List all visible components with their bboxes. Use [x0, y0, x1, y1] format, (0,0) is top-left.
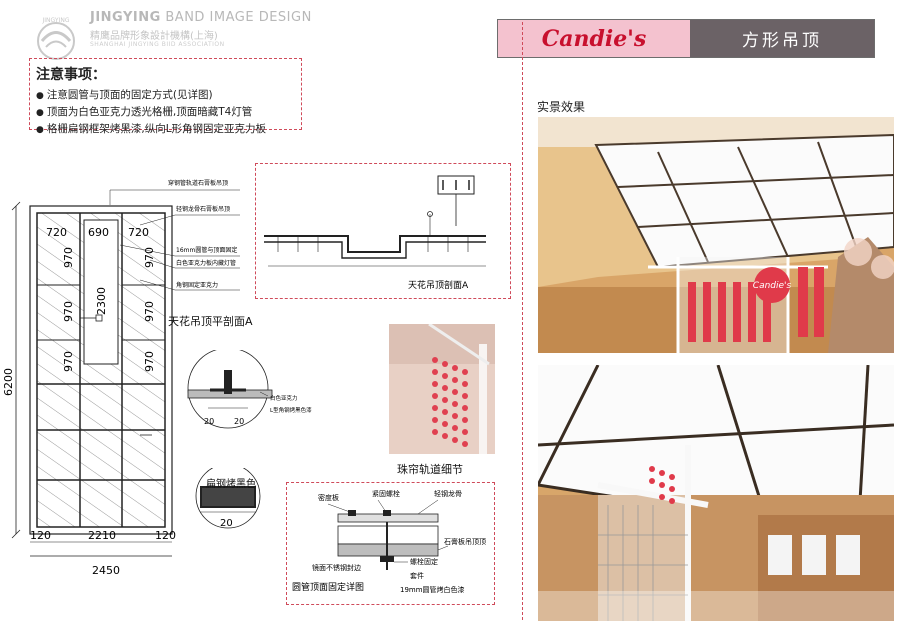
ceiling-plan-drawing: 穿钢管轨道石膏板吊顶 轻钢龙骨石膏板吊顶 16mm圆管与顶面固定 白色亚克力板内… — [2, 179, 240, 577]
dim-label: 720 — [46, 226, 67, 239]
dim-label: 6200 — [2, 368, 15, 396]
section-plan-caption: 天花吊顶平剖面A — [168, 315, 253, 328]
section-a-drawing: 天花吊顶剖面A — [264, 175, 486, 291]
dim-label: 20 — [220, 518, 233, 529]
brand-name: JINGYING BAND IMAGE DESIGN — [90, 10, 312, 25]
brand-logo-text: JINGYING — [42, 17, 70, 24]
dim-label: 970 — [143, 351, 156, 372]
dim-label: 970 — [62, 301, 75, 322]
dim-label: 2300 — [95, 287, 108, 315]
curtain-caption: 珠帘轨道细节 — [397, 463, 463, 476]
callout-label: 角钢固定亚克力 — [176, 281, 218, 289]
section-a-box — [255, 163, 511, 299]
notes-title: 注意事项： — [36, 67, 106, 83]
dim-label: 20 — [204, 417, 214, 426]
dim-label: 20 — [234, 417, 244, 426]
callout-label: 石膏板吊顶顶 — [444, 537, 486, 546]
dim-label: 690 — [88, 226, 109, 239]
store-sign-text: Candie's — [753, 281, 792, 291]
notes-item: 格栅扁钢框架烤黑漆,纵向L形角钢固定亚克力板 — [36, 121, 295, 138]
callout-label: 轻钢龙骨 — [434, 489, 462, 498]
tube-detail-box — [286, 482, 495, 605]
store-photo-bottom — [538, 365, 894, 621]
store-photo-top: Candie's — [538, 117, 894, 353]
dim-label: 970 — [143, 301, 156, 322]
notes-item: 注意圆管与顶面的固定方式(见详图) — [36, 87, 295, 104]
t-profile-detail: 20 20 白色亚克力 L型角钢烤黑色漆 — [187, 350, 312, 429]
tube-detail-caption: 圆管顶面固定详图 — [292, 581, 364, 593]
callout-label: 紧固螺栓 — [372, 489, 400, 498]
callout-label: 16mm圆管与顶面固定 — [176, 246, 237, 254]
callout-label: 镜面不锈钢封边 — [312, 563, 361, 572]
flat-steel-detail: 扁钢烤黑色 20 — [195, 468, 261, 529]
dim-label: 970 — [62, 351, 75, 372]
callout-label: 螺栓固定 — [410, 557, 438, 566]
notes-item: 顶面为白色亚克力透光格栅,顶面暗藏T4灯管 — [36, 104, 295, 121]
section-divider — [522, 22, 523, 620]
page-title: 方形吊顶 — [690, 20, 874, 57]
dim-label: 970 — [62, 247, 75, 268]
brand-name-cn: 精鹰品牌形象設計機構(上海) — [90, 31, 218, 42]
dim-label: 970 — [143, 247, 156, 268]
flat-steel-label: 扁钢烤黑色 — [206, 477, 256, 490]
callout-label: 白色亚克力板内藏灯管 — [176, 259, 236, 267]
dim-label: 2450 — [92, 564, 120, 577]
brand-logo-icon: JINGYING — [37, 17, 75, 60]
callout-label: 轻钢龙骨石膏板吊顶 — [176, 205, 230, 213]
brand-tagline: SHANGHAI JINGYING BIID ASSOCIATION — [90, 41, 225, 48]
photo-section-label: 实景效果 — [537, 100, 586, 114]
section-a-caption: 天花吊顶剖面A — [408, 279, 469, 291]
callout-label: 19mm圆管烤白色漆 — [400, 585, 465, 594]
callout-label: 白色亚克力 — [270, 394, 298, 402]
dim-label: 720 — [128, 226, 149, 239]
dim-label: 120 — [155, 529, 176, 542]
header-banner: Candie's 方形吊顶 — [497, 19, 875, 58]
curtain-track-photo — [389, 324, 495, 454]
tube-detail-drawing: 密度板 紧固螺栓 轻钢龙骨 石膏板吊顶顶 螺栓固定 套件 19mm圆管烤白色漆 … — [292, 489, 486, 594]
candies-logo: Candie's — [498, 20, 690, 57]
dim-label: 120 — [30, 529, 51, 542]
notes-box: 注意事项： 注意圆管与顶面的固定方式(见详图) 顶面为白色亚克力透光格栅,顶面暗… — [29, 58, 302, 135]
dim-label: 2210 — [88, 529, 116, 542]
callout-label: 穿钢管轨道石膏板吊顶 — [168, 179, 228, 187]
callout-label: 密度板 — [318, 493, 339, 502]
callout-label: L型角钢烤黑色漆 — [270, 406, 312, 414]
callout-label: 套件 — [410, 571, 424, 580]
